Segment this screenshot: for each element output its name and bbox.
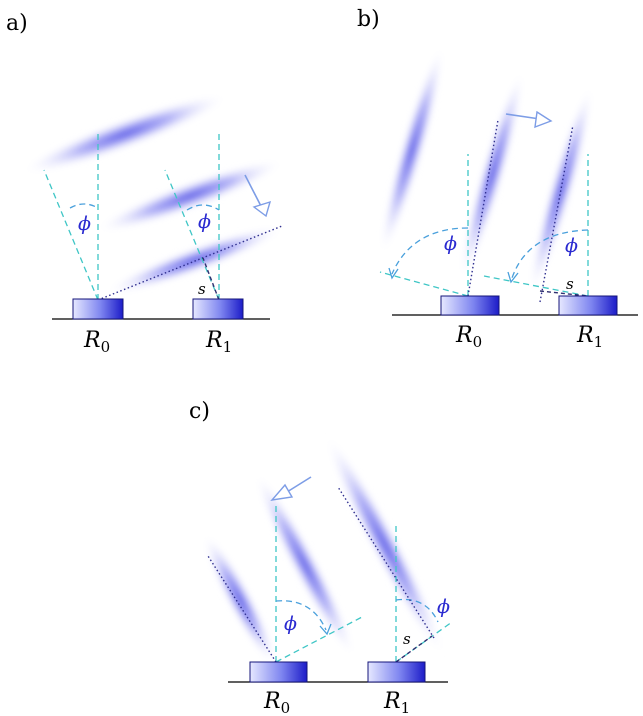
receiver-r0-label: R0 [263,689,290,716]
panel-b: b) ϕ ϕ s R0 R1 [357,7,638,351]
panel-b-label: b) [357,7,380,32]
phi-symbol: ϕ [284,613,297,635]
propagation-arrowhead [252,200,272,218]
receiver-r1 [367,661,426,683]
path-difference-label: s [566,275,574,293]
propagation-arrow [505,113,541,120]
phi-symbol: ϕ [444,233,457,255]
wavefront [21,93,229,175]
receiver-r0 [72,298,124,320]
path-difference-segment [539,290,589,297]
phi-symbol: ϕ [565,235,578,257]
receiver-r1-label: R1 [205,328,232,356]
propagation-arrowhead [534,110,553,129]
wavefront-line [337,486,435,639]
phi-arc-arrowhead [319,623,332,636]
incidence-guide [43,169,99,301]
incidence-guide [379,271,469,297]
path-difference-label: s [198,280,206,298]
phi-symbol: ϕ [78,213,91,235]
phi-arc [511,229,589,279]
wavefront [95,159,285,233]
receiver-r1 [558,295,618,316]
wavefront [528,84,594,296]
receiver-r0-label: R0 [83,328,110,356]
propagation-arrowhead [270,483,294,501]
propagation-arrow [286,476,312,493]
phi-arc [395,598,439,623]
wavefront [254,472,356,658]
panel-a: a) ϕ ϕ s R0 R1 [6,11,285,356]
phi-symbol: ϕ [437,596,450,618]
wavefront-line [97,225,283,301]
wavefront [379,44,445,256]
path-difference-segment [202,257,220,301]
wavefront-line [467,119,499,297]
panel-c-label: c) [189,399,210,424]
wavefront [459,69,525,281]
receiver-r0 [249,661,308,683]
panel-c: c) ϕ ϕ s R0 R1 [189,399,453,716]
propagation-arrow [244,174,264,211]
receiver-r0-label: R0 [455,323,482,351]
receiver-r1 [192,298,244,320]
path-difference-segment [395,635,433,663]
receiver-r0 [440,295,500,316]
incidence-guide [483,275,589,297]
phi-arc [275,600,327,631]
incidence-guide [395,621,453,663]
wavefront [325,434,445,656]
phi-arc [69,203,99,209]
phi-arc-arrowhead [388,267,399,280]
phi-arc-arrowhead [507,271,519,284]
panel-a-label: a) [6,11,28,36]
receiver-r1-label: R1 [383,689,410,716]
receiver-r1-label: R1 [576,323,603,351]
phi-arc [391,227,469,275]
incidence-guide [275,616,363,663]
wavefront-line [207,555,277,663]
phi-symbol: ϕ [198,211,211,233]
phi-arc [186,204,220,211]
wavefront [202,533,278,667]
path-difference-label: s [403,630,411,648]
